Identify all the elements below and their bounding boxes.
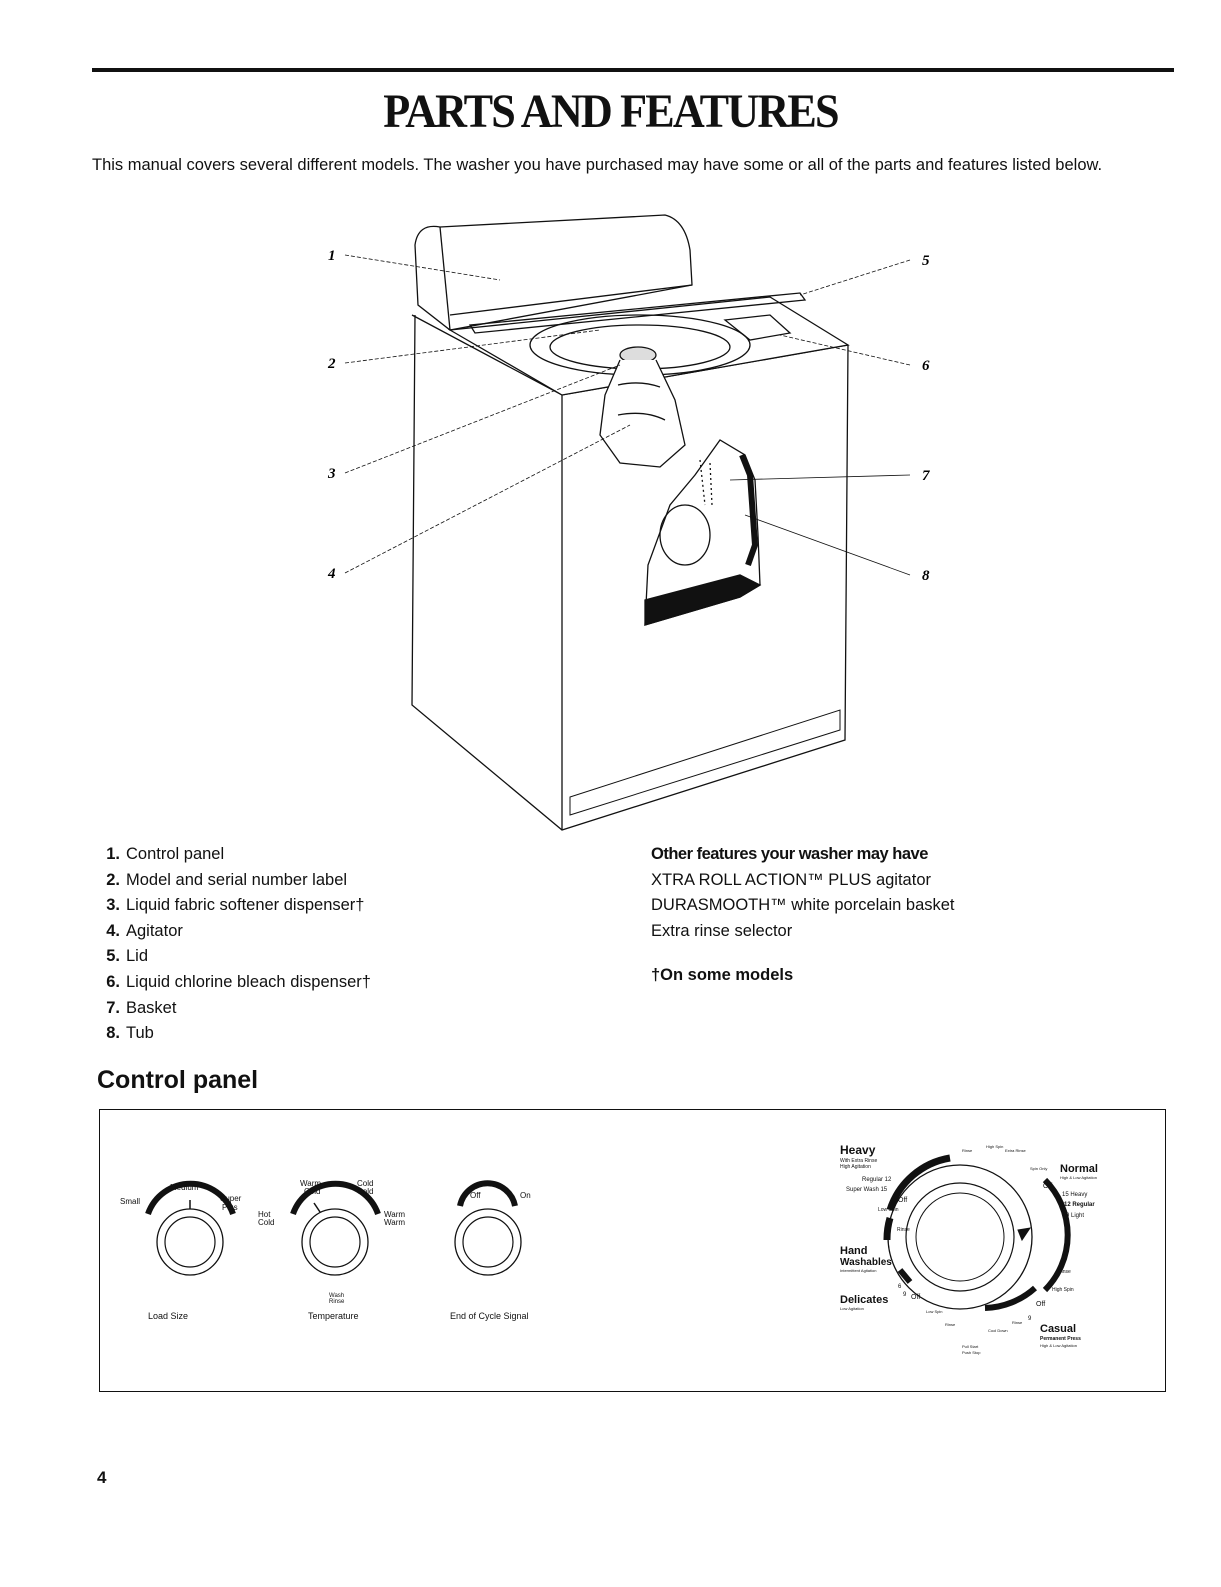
svg-text:Pull Start: Pull Start xyxy=(962,1344,979,1349)
list-item: DURASMOOTH™ white porcelain basket xyxy=(651,896,955,915)
svg-text:Super Wash 15: Super Wash 15 xyxy=(846,1187,888,1193)
callout-2: 2 xyxy=(327,356,336,372)
list-item: 3.Liquid fabric softener dispenser† xyxy=(106,896,365,915)
top-rule xyxy=(92,68,1174,72)
svg-text:High Agitation: High Agitation xyxy=(840,1164,871,1170)
svg-text:Normal: Normal xyxy=(1060,1163,1098,1175)
svg-text:High & Low Agitation: High & Low Agitation xyxy=(1060,1175,1097,1180)
page-number: 4 xyxy=(97,1468,107,1487)
control-panel-illustration: Small Medium Super Plus Load Size Hot Co… xyxy=(99,1109,1166,1392)
svg-text:Wash: Wash xyxy=(329,1293,344,1299)
svg-text:Low Agitation: Low Agitation xyxy=(840,1306,864,1311)
svg-text:High Spin: High Spin xyxy=(1052,1287,1074,1293)
svg-text:Spin Only: Spin Only xyxy=(1030,1166,1047,1171)
load-size-knob xyxy=(145,1180,236,1276)
svg-text:Super: Super xyxy=(220,1194,242,1203)
callout-7: 7 xyxy=(922,468,930,484)
svg-text:Medium: Medium xyxy=(170,1183,199,1192)
callout-6: 6 xyxy=(922,358,930,374)
svg-text:Rinse: Rinse xyxy=(1058,1269,1071,1275)
svg-text:Cold: Cold xyxy=(258,1218,274,1227)
svg-text:With Extra Rinse: With Extra Rinse xyxy=(840,1158,877,1164)
svg-text:Cold: Cold xyxy=(357,1187,373,1196)
callout-1: 1 xyxy=(328,248,336,264)
svg-text:Off: Off xyxy=(911,1294,920,1301)
parts-list: 1.Control panel 2.Model and serial numbe… xyxy=(92,842,371,1047)
cycle-dial xyxy=(883,1154,1071,1311)
svg-text:Warm: Warm xyxy=(300,1179,321,1188)
svg-text:Hot: Hot xyxy=(258,1210,271,1219)
svg-text:Off: Off xyxy=(470,1191,481,1200)
list-item: 5.Lid xyxy=(106,947,149,966)
end-of-cycle-label: End of Cycle Signal xyxy=(450,1311,529,1321)
svg-text:Rinse: Rinse xyxy=(945,1322,956,1327)
svg-text:Casual: Casual xyxy=(1040,1323,1076,1335)
temperature-label: Temperature xyxy=(308,1311,359,1321)
callout-4: 4 xyxy=(327,566,336,582)
svg-text:High & Low Agitation: High & Low Agitation xyxy=(1040,1343,1077,1348)
svg-text:Heavy: Heavy xyxy=(840,1143,876,1157)
svg-text:On: On xyxy=(520,1191,531,1200)
callout-5: 5 xyxy=(922,253,930,269)
svg-text:Cold: Cold xyxy=(304,1187,320,1196)
svg-text:9: 9 xyxy=(903,1292,907,1298)
list-item: 7.Basket xyxy=(106,998,177,1017)
svg-text:Off: Off xyxy=(1036,1301,1045,1308)
svg-text:15 Heavy: 15 Heavy xyxy=(1062,1192,1087,1198)
callout-8: 8 xyxy=(922,568,930,584)
list-item: Extra rinse selector xyxy=(651,921,793,940)
callout-3: 3 xyxy=(327,466,336,482)
svg-text:Regular 12: Regular 12 xyxy=(862,1177,892,1183)
svg-text:Washables: Washables xyxy=(840,1257,892,1268)
svg-text:Small: Small xyxy=(120,1197,140,1206)
svg-text:Delicates: Delicates xyxy=(840,1294,888,1306)
svg-text:High Spin: High Spin xyxy=(986,1144,1003,1149)
svg-text:Extra Rinse: Extra Rinse xyxy=(1005,1148,1026,1153)
list-item: 6.Liquid chlorine bleach dispenser† xyxy=(106,972,371,991)
svg-text:Off: Off xyxy=(1043,1183,1052,1190)
svg-text:Rinse: Rinse xyxy=(329,1299,345,1305)
svg-text:Plus: Plus xyxy=(222,1203,238,1212)
end-of-cycle-knob xyxy=(454,1180,522,1276)
list-item: 1.Control panel xyxy=(106,845,225,863)
svg-text:Warm: Warm xyxy=(384,1218,405,1227)
svg-text:Rinse: Rinse xyxy=(962,1148,973,1153)
svg-text:Warm: Warm xyxy=(384,1210,405,1219)
other-features-heading: Other features your washer may have xyxy=(651,845,928,863)
svg-text:9: 9 xyxy=(1028,1316,1032,1322)
list-item: XTRA ROLL ACTION™ PLUS agitator xyxy=(651,870,931,889)
svg-text:Push Stop: Push Stop xyxy=(962,1350,981,1355)
list-item: 4.Agitator xyxy=(106,921,183,940)
svg-text:Low Spin: Low Spin xyxy=(878,1207,899,1213)
svg-text:Rinse: Rinse xyxy=(1012,1320,1023,1325)
svg-text:Off: Off xyxy=(898,1197,907,1204)
svg-text:Cool Down: Cool Down xyxy=(988,1328,1008,1333)
intro-paragraph: This manual covers several different mod… xyxy=(92,156,1103,174)
svg-text:Rinse: Rinse xyxy=(897,1227,910,1233)
footnote: †On some models xyxy=(651,966,794,984)
svg-text:Permanent Press: Permanent Press xyxy=(1040,1336,1081,1342)
svg-text:Low Spin: Low Spin xyxy=(926,1309,942,1314)
washer-illustration: 1 2 3 4 5 6 7 8 xyxy=(327,214,930,831)
page-title: PARTS AND FEATURES xyxy=(383,85,839,138)
other-features: Other features your washer may have XTRA… xyxy=(651,842,955,944)
svg-text:12 Regular: 12 Regular xyxy=(1064,1202,1095,1208)
svg-text:Intermittent Agitation: Intermittent Agitation xyxy=(840,1268,876,1273)
svg-text:Cold: Cold xyxy=(357,1179,373,1188)
svg-text:6: 6 xyxy=(898,1284,902,1290)
load-size-label: Load Size xyxy=(148,1311,188,1321)
svg-text:Hand: Hand xyxy=(840,1245,868,1257)
list-item: 2.Model and serial number label xyxy=(106,870,348,889)
list-item: 8.Tub xyxy=(106,1024,154,1043)
temperature-knob xyxy=(290,1180,381,1276)
svg-text:9 Light: 9 Light xyxy=(1066,1213,1084,1219)
control-panel-heading: Control panel xyxy=(97,1066,259,1094)
